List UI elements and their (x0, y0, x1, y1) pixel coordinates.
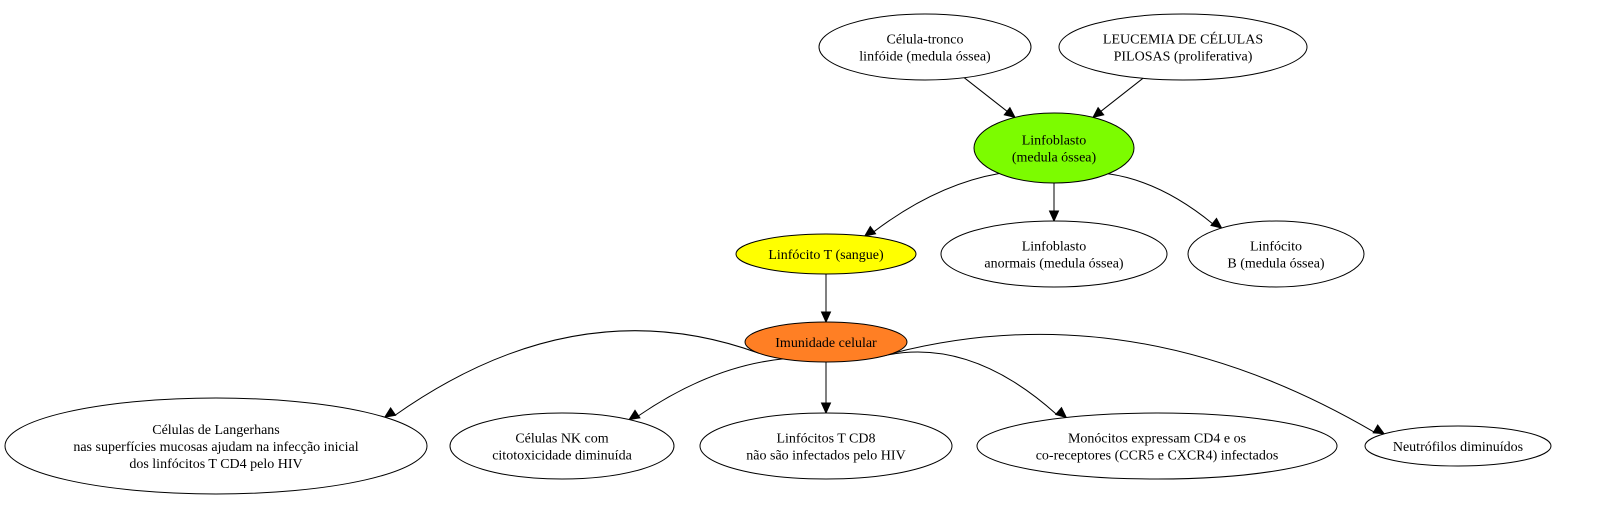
node-linfocito-b: Linfócito B (medula óssea) (1187, 220, 1365, 288)
edge-celula-tronco-to-linfoblasto (963, 77, 1008, 112)
node-cd8: Linfócitos T CD8 não são infectados pelo … (699, 412, 953, 480)
arrowhead-linfoblasto-to-linfocito-b (1210, 217, 1223, 229)
node-ellipse-linfoblasto (973, 112, 1135, 184)
node-label-celula-tronco: Célula-tronco (887, 33, 964, 48)
node-label-monocitos: co-receptores (CCR5 e CXCR4) infectados (1036, 449, 1279, 464)
node-linfoblasto: Linfoblasto (medula óssea) (973, 112, 1135, 184)
arrowhead-celula-tronco-to-linfoblasto (1003, 106, 1016, 119)
node-label-leucemia: PILOSAS (proliferativa) (1114, 50, 1253, 65)
arrowhead-imunidade-to-monocitos (1054, 406, 1068, 419)
node-label-langerhans: Células de Langerhans (152, 423, 280, 438)
node-label-linfoblasto-anormais: anormais (medula óssea) (984, 257, 1124, 272)
node-ellipse-cd8 (699, 412, 953, 480)
node-label-linfoblasto: (medula óssea) (1012, 151, 1097, 166)
node-label-imunidade: Imunidade celular (775, 336, 877, 351)
node-leucemia: LEUCEMIA DE CÉLULAS PILOSAS (proliferativ… (1058, 13, 1308, 81)
node-ellipse-langerhans (4, 397, 428, 495)
node-label-cd8: não são infectados pelo HIV (746, 449, 905, 464)
arrowhead-leucemia-to-linfoblasto (1092, 106, 1105, 119)
arrowhead-imunidade-to-cd8 (820, 402, 832, 415)
node-label-linfocito-t: Linfócito T (sangue) (768, 248, 884, 263)
node-label-leucemia: LEUCEMIA DE CÉLULAS (1103, 31, 1263, 48)
node-ellipse-celulas-nk (449, 412, 675, 480)
edge-linfoblasto-to-linfocito-b (1107, 173, 1213, 225)
node-ellipse-linfocito-t (735, 233, 917, 275)
node-label-linfoblasto: Linfoblasto (1022, 134, 1087, 149)
node-linfoblasto-anormais: Linfoblasto anormais (medula óssea) (940, 220, 1168, 288)
edge-leucemia-to-linfoblasto (1100, 77, 1144, 112)
node-imunidade: Imunidade celular (744, 321, 908, 363)
node-neutrofilos: Neutrófilos diminuídos (1364, 425, 1552, 467)
node-label-cd8: Linfócitos T CD8 (776, 432, 875, 447)
arrowhead-linfoblasto-to-linfocito-t (863, 225, 877, 237)
edges-layer (383, 77, 1386, 435)
nodes-layer: Célula-tronco linfóide (medula óssea) LEUC… (4, 13, 1552, 495)
node-langerhans: Células de Langerhans nas superfícies muc… (4, 397, 428, 495)
edge-linfoblasto-to-linfocito-t (873, 173, 1000, 233)
node-label-langerhans: dos linfócitos T CD4 pelo HIV (129, 457, 302, 472)
arrowhead-linfocito-t-to-imunidade (820, 311, 832, 324)
node-linfocito-t: Linfócito T (sangue) (735, 233, 917, 275)
node-ellipse-linfoblasto-anormais (940, 220, 1168, 288)
node-label-neutrofilos: Neutrófilos diminuídos (1393, 440, 1523, 455)
node-label-linfocito-b: B (medula óssea) (1227, 257, 1325, 272)
node-ellipse-monocitos (976, 412, 1338, 480)
arrowhead-linfoblasto-to-linfoblasto-anormais (1048, 210, 1060, 223)
edge-imunidade-to-neutrofilos (893, 333, 1375, 433)
node-ellipse-celula-tronco (818, 13, 1032, 81)
node-ellipse-imunidade (744, 321, 908, 363)
edge-imunidade-to-celulas-nk (638, 358, 784, 417)
node-celulas-nk: Células NK com citotoxicidade diminuída (449, 412, 675, 480)
node-label-linfoblasto-anormais: Linfoblasto (1022, 240, 1087, 255)
node-label-monocitos: Monócitos expressam CD4 e os (1068, 432, 1246, 447)
arrowhead-imunidade-to-neutrofilos (1372, 424, 1386, 435)
edge-imunidade-to-monocitos (875, 351, 1058, 415)
arrowhead-imunidade-to-langerhans (383, 406, 397, 418)
node-monocitos: Monócitos expressam CD4 e os co-receptore… (976, 412, 1338, 480)
node-label-linfocito-b: Linfócito (1250, 240, 1302, 255)
arrowhead-imunidade-to-celulas-nk (628, 409, 641, 421)
node-label-langerhans: nas superfícies mucosas ajudam na infecç… (73, 440, 358, 455)
node-label-celulas-nk: citotoxicidade diminuída (492, 449, 632, 464)
node-ellipse-neutrofilos (1364, 425, 1552, 467)
node-ellipse-leucemia (1058, 13, 1308, 81)
node-ellipse-linfocito-b (1187, 220, 1365, 288)
node-label-celula-tronco: linfóide (medula óssea) (859, 50, 991, 65)
node-celula-tronco: Célula-tronco linfóide (medula óssea) (818, 13, 1032, 81)
node-label-celulas-nk: Células NK com (515, 432, 608, 447)
edge-imunidade-to-langerhans (394, 330, 760, 416)
